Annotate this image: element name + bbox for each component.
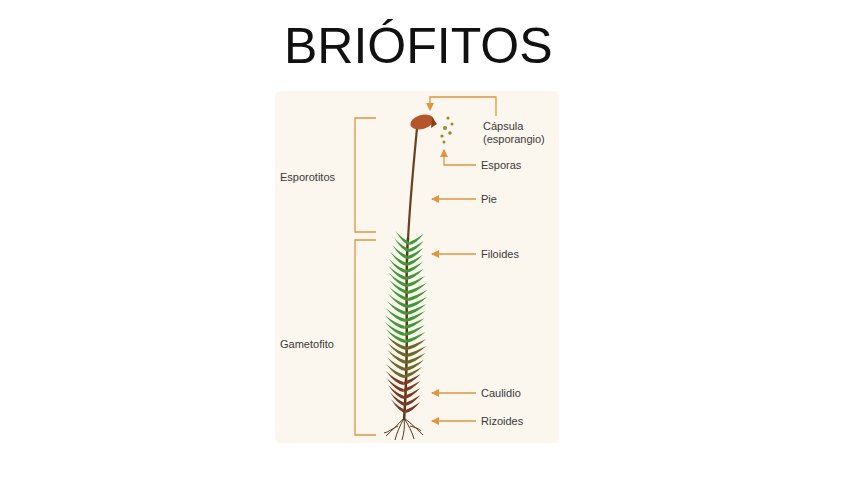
rhizoids (384, 418, 423, 440)
leaf (405, 360, 424, 371)
leaf (387, 357, 406, 371)
leaf (389, 273, 407, 287)
part-label: Esporotitos (280, 171, 335, 184)
leaf (387, 301, 407, 315)
leaf (387, 350, 406, 364)
bracket (355, 118, 376, 435)
part-label: Caulidio (481, 387, 521, 400)
leaf (386, 329, 406, 343)
part-label: Cápsula (esporangio) (483, 120, 555, 146)
stalk (408, 128, 417, 240)
part-label: Pie (481, 193, 497, 206)
leaf (406, 402, 421, 413)
part-label: Filoides (481, 248, 519, 261)
leaf (388, 385, 404, 399)
part-label: Gametofito (280, 338, 334, 351)
part-label: Rizoides (481, 415, 523, 428)
leaf (387, 343, 406, 357)
leaf (389, 287, 408, 301)
leaf (391, 399, 406, 413)
leaf (386, 364, 404, 378)
leaf (390, 252, 406, 266)
leaf (385, 315, 405, 329)
title: BRIÓFITOS (284, 18, 553, 74)
leaf (404, 367, 422, 378)
part-label: Esporas (481, 159, 521, 172)
leaf (389, 259, 406, 273)
leaf (386, 371, 403, 385)
leaf (403, 374, 420, 385)
leaf (386, 378, 403, 392)
filoides-leaves (385, 231, 428, 413)
leaf (387, 336, 407, 350)
leaf (385, 308, 405, 322)
leaf (388, 294, 407, 308)
panel-ground (275, 91, 559, 443)
leaf (390, 392, 405, 406)
capsule-lid (431, 117, 437, 128)
leaf (406, 353, 425, 364)
leaf (409, 241, 424, 252)
leaf (408, 248, 423, 259)
leaf (408, 297, 427, 308)
leaf (405, 311, 425, 322)
capsule (409, 112, 436, 132)
leaf (385, 322, 405, 336)
leaf (407, 346, 426, 357)
leaf (407, 304, 427, 315)
leaf (389, 266, 407, 280)
leaf (389, 280, 408, 294)
spores (440, 116, 453, 143)
